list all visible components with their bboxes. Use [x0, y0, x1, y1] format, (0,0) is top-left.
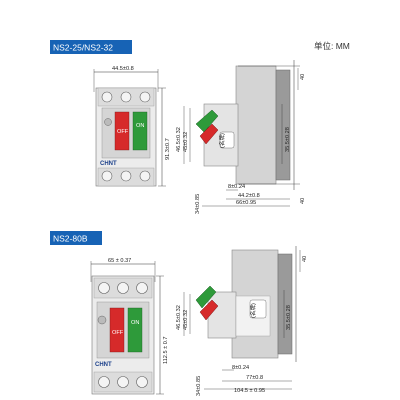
side-width-a-dim: 8±0.24: [228, 184, 245, 190]
on-button: [132, 111, 148, 151]
terminal-screw-icon: [101, 91, 113, 103]
side-width-c-dim: 104.5 ± 0.95: [234, 388, 265, 394]
terminal-screw-icon: [139, 170, 151, 182]
side-bottom-left-dim: 34±0.85: [196, 376, 202, 396]
off-button: [114, 111, 130, 151]
side-bottom-dim: 40: [300, 198, 306, 204]
side-right-height-dim: 35.5±0.28: [286, 305, 292, 330]
side-inner-height-dim: 45±0.32: [183, 310, 189, 330]
off-label: OFF: [117, 129, 129, 135]
brand-logo: CHNT: [100, 161, 117, 167]
front-view: 65 ± 0.37 OFF ON CHNT 112.5 ± 0.7: [90, 258, 169, 395]
section-ns2-25-32: NS2-25/NS2-32 44.5±0.8 OFF ON CHNT: [50, 40, 306, 214]
terminal-screw-icon: [117, 376, 129, 388]
terminal-screw-icon: [120, 170, 132, 182]
brand-logo: CHNT: [95, 362, 112, 368]
off-button: [109, 307, 125, 353]
front-width-dim: 44.5±0.8: [112, 66, 134, 72]
terminal-screw-icon: [98, 376, 110, 388]
unit-label: 单位: MM: [314, 41, 350, 51]
side-top-dim: 40: [302, 256, 308, 262]
on-label: ON: [131, 320, 139, 326]
front-height-dim: 112.5 ± 0.7: [163, 336, 169, 364]
model-tag-bg: [50, 231, 102, 245]
adjust-knob-icon: [104, 118, 112, 126]
green-lever-icon: [195, 285, 217, 309]
nameplate-window: (名牌): [218, 133, 226, 148]
model-tag-bg: [50, 40, 132, 54]
off-label: OFF: [112, 330, 124, 336]
side-width-a-dim: 8±0.24: [232, 365, 249, 371]
front-view: 44.5±0.8 OFF ON CHNT 91.3±0.7: [93, 66, 171, 187]
red-lever-icon: [199, 299, 219, 321]
model-tag: NS2-80B: [53, 234, 88, 244]
terminal-screw-icon: [117, 282, 129, 294]
terminal-screw-icon: [139, 91, 151, 103]
red-lever-icon: [199, 123, 219, 145]
side-center-height-dim: 46.5±0.32: [176, 305, 182, 330]
nameplate-window: (名牌): [249, 303, 257, 318]
side-view: (名牌) 40 40 46.5±0.32 45±0.32 35.5±0.28 8…: [176, 60, 306, 214]
green-lever-icon: [195, 109, 219, 133]
model-tag: NS2-25/NS2-32: [53, 43, 113, 53]
on-label: ON: [136, 123, 144, 129]
adjust-knob-icon: [97, 315, 107, 325]
terminal-screw-icon: [136, 376, 148, 388]
side-width-b-dim: 44.2±0.8: [238, 193, 260, 199]
side-right-height-dim: 35.5±0.28: [285, 127, 291, 152]
side-center-height-dim: 46.5±0.32: [176, 127, 182, 152]
side-top-dim: 40: [300, 74, 306, 80]
front-height-dim: 91.3±0.7: [165, 138, 171, 160]
section-ns2-80b: NS2-80B 65 ± 0.37 OFF ON CHNT: [50, 231, 308, 396]
side-bottom-left-dim: 34±0.85: [195, 194, 201, 214]
terminal-screw-icon: [98, 282, 110, 294]
side-view: (名牌) 40 46.5±0.32 45±0.32 35.5±0.28 8±0.…: [176, 246, 308, 396]
side-width-b-dim: 77±0.8: [246, 375, 263, 381]
on-button: [127, 307, 143, 353]
side-inner-height-dim: 45±0.32: [183, 132, 189, 152]
terminal-screw-icon: [136, 282, 148, 294]
terminal-screw-icon: [101, 170, 113, 182]
front-width-dim: 65 ± 0.37: [108, 258, 131, 264]
terminal-screw-icon: [120, 91, 132, 103]
side-width-c-dim: 66±0.95: [236, 200, 256, 206]
